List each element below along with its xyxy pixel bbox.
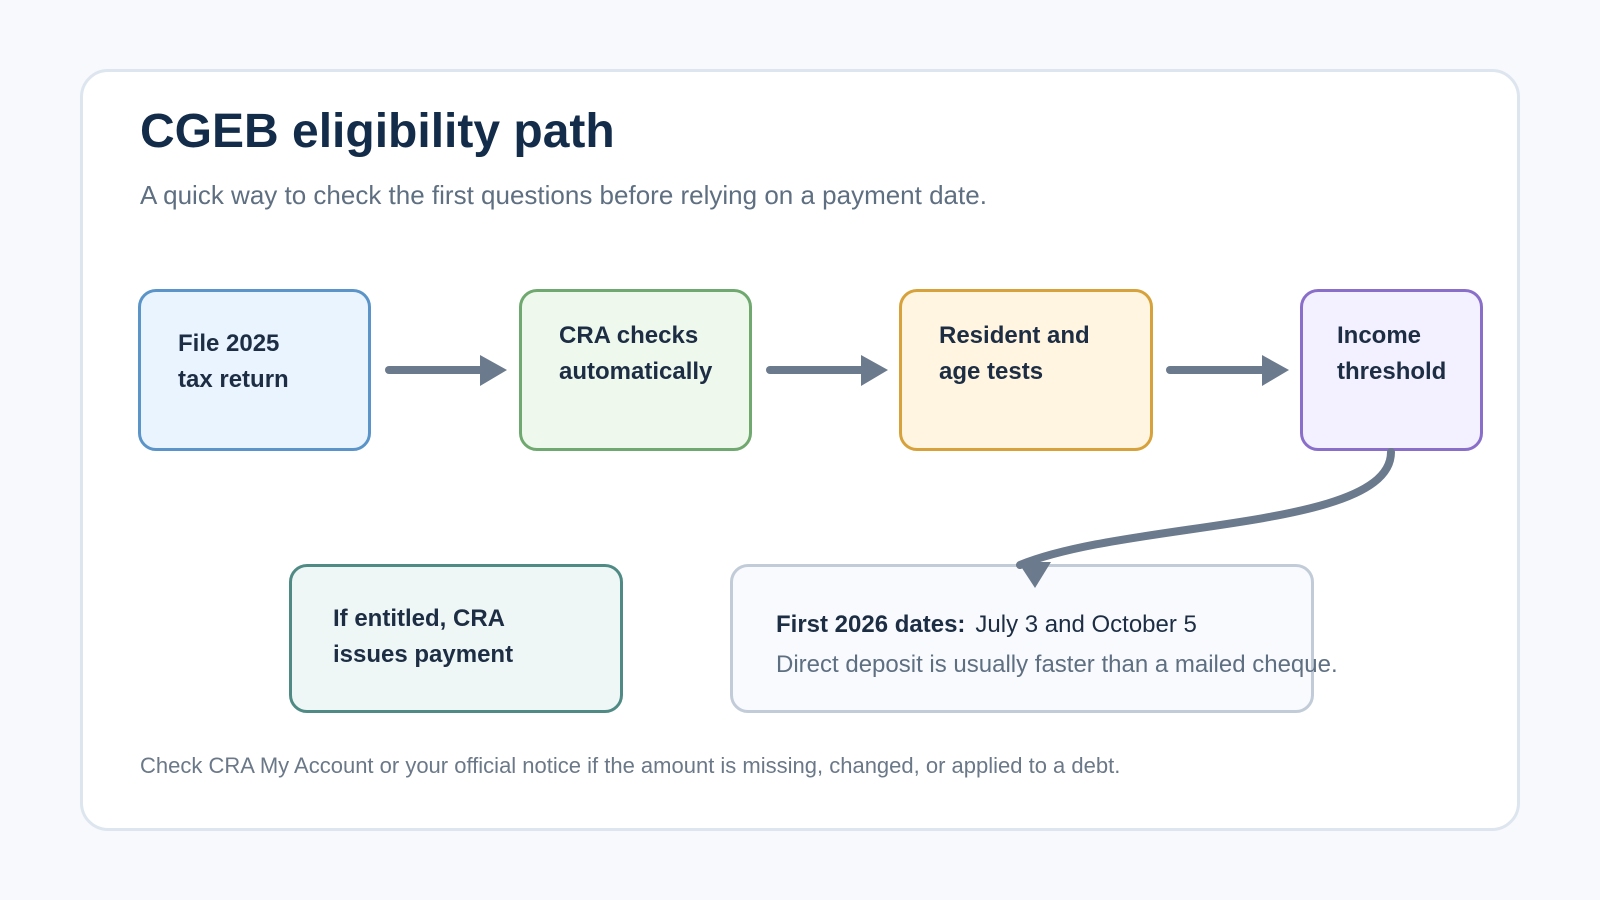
step-file-tax-return: File 2025 tax return xyxy=(138,289,371,451)
dates-value: July 3 and October 5 xyxy=(975,611,1197,638)
page-title: CGEB eligibility path xyxy=(140,105,615,158)
payment-dates-box: First 2026 dates: July 3 and October 5 Di… xyxy=(730,564,1338,713)
footnote: Check CRA My Account or your official no… xyxy=(140,753,1121,778)
dates-label: First 2026 dates: xyxy=(776,611,966,638)
step-label: File 2025 tax return xyxy=(178,330,289,393)
step-issues-payment: If entitled, CRA issues payment xyxy=(289,564,623,713)
step-label: Resident and age tests xyxy=(939,322,1090,385)
step-label: If entitled, CRA issues payment xyxy=(333,605,514,668)
step-resident-age-tests: Resident and age tests xyxy=(899,289,1153,451)
step-income-threshold: Income threshold xyxy=(1300,289,1483,451)
dates-note: Direct deposit is usually faster than a … xyxy=(776,651,1338,678)
page-subtitle: A quick way to check the first questions… xyxy=(140,180,987,210)
step-label: Income threshold xyxy=(1337,322,1447,385)
step-cra-checks: CRA checks automatically xyxy=(519,289,752,451)
dates-line: First 2026 dates: July 3 and October 5 xyxy=(776,607,1197,643)
step-label: CRA checks automatically xyxy=(559,322,713,385)
